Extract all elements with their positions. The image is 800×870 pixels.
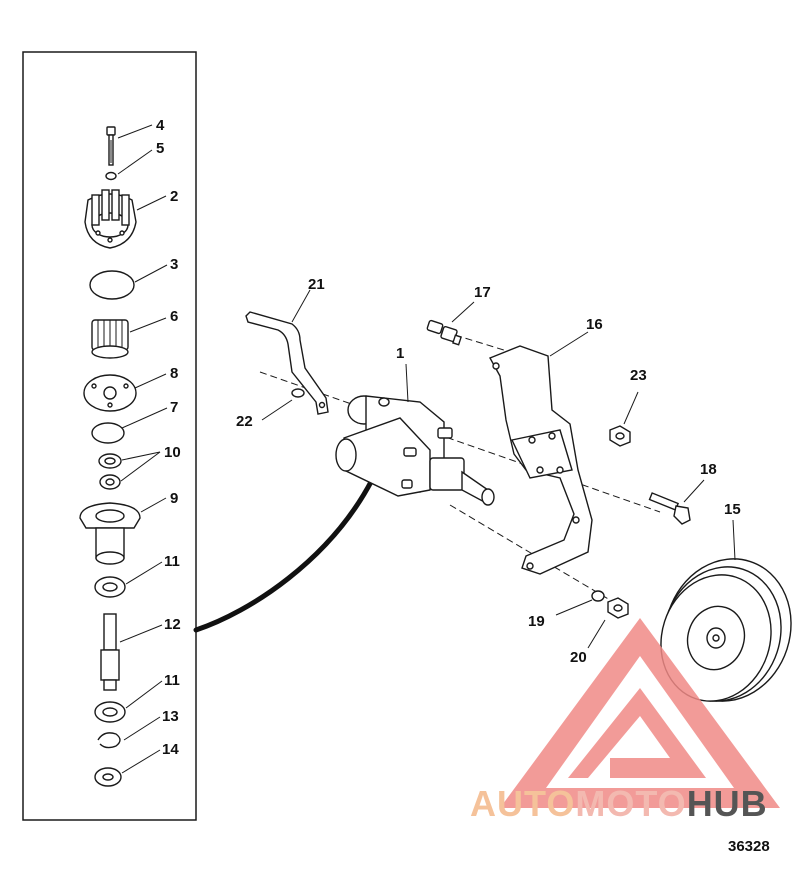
leader-8 [134, 373, 167, 389]
leader-16 [549, 331, 589, 357]
automotohub-watermark-text: AUTOMOTOHUB [470, 786, 768, 822]
leader-7 [121, 407, 168, 429]
leader-4 [117, 124, 153, 139]
leader-13 [123, 716, 161, 741]
callout-15: 15 [724, 501, 741, 518]
callout-20: 20 [570, 649, 587, 666]
leader-22 [261, 399, 293, 421]
leader-5 [117, 149, 153, 175]
callout-11-lower: 11 [164, 672, 180, 689]
callout-5: 5 [156, 140, 164, 157]
leader-11b [125, 680, 163, 709]
part-7-gasket [91, 422, 125, 444]
inset-panel-frame [22, 51, 197, 821]
leader-12 [119, 624, 163, 643]
part-4-screw [106, 126, 116, 166]
callout-2: 2 [170, 188, 178, 205]
bracket-strap-hole [318, 401, 326, 409]
callout-14: 14 [162, 741, 179, 758]
figure-number: 36328 [728, 838, 770, 855]
part-23-nut [609, 425, 631, 447]
callout-22: 22 [236, 413, 253, 430]
leader-20 [587, 619, 606, 649]
part-15-pulley [660, 558, 792, 702]
logo-triangle-inner-g [568, 688, 706, 778]
part-16-bracket [489, 345, 593, 575]
logo-triangle-outer [500, 618, 780, 808]
leader-9 [140, 497, 167, 513]
callout-10: 10 [164, 444, 181, 461]
part-11-bearing-upper [94, 576, 126, 598]
leader-14 [121, 749, 161, 774]
callout-6: 6 [170, 308, 178, 325]
leader-1 [405, 363, 409, 403]
part-11-bearing-lower [94, 701, 126, 723]
leader-10a [121, 451, 161, 461]
callout-7: 7 [170, 399, 178, 416]
callout-13: 13 [162, 708, 179, 725]
callout-11-upper: 11 [164, 553, 180, 570]
automotohub-logo-mark [500, 618, 780, 808]
callout-21: 21 [308, 276, 325, 293]
callout-17: 17 [474, 284, 491, 301]
leader-21 [291, 289, 311, 323]
callout-12: 12 [164, 616, 181, 633]
callout-3: 3 [170, 256, 178, 273]
callout-19: 19 [528, 613, 545, 630]
part-10-seals [98, 453, 122, 490]
part-12-shaft [100, 613, 120, 691]
part-14-seal [94, 767, 122, 787]
part-9-housing [79, 502, 141, 565]
part-1-pump-assembly [335, 395, 495, 506]
callout-1: 1 [396, 345, 404, 362]
part-3-o-ring [89, 270, 135, 300]
part-13-snap-ring [97, 732, 121, 749]
callout-18: 18 [700, 461, 717, 478]
leader-6 [129, 317, 167, 333]
part-5-washer [105, 171, 117, 181]
inset-connector-line [193, 477, 375, 633]
part-6-impeller [91, 319, 129, 359]
leader-2 [136, 195, 167, 211]
leader-17 [451, 301, 475, 323]
part-19-washer [591, 590, 605, 602]
callout-16: 16 [586, 316, 603, 333]
callout-8: 8 [170, 365, 178, 382]
watermark-auto: AUTO [470, 783, 576, 824]
callout-4: 4 [156, 117, 165, 134]
callout-9: 9 [170, 490, 178, 507]
watermark-moto: MOTO [575, 783, 687, 824]
part-20-nut [607, 597, 629, 619]
leader-15 [732, 519, 736, 561]
part-8-wear-plate [83, 374, 137, 412]
part-21-bracket-strap [245, 311, 329, 415]
leader-23 [623, 391, 639, 425]
watermark-hub: HUB [686, 783, 768, 824]
centerline-lower [449, 504, 611, 601]
leader-19 [555, 599, 593, 616]
leader-18 [683, 479, 705, 503]
leader-11a [125, 561, 163, 585]
centerline-upper [259, 371, 661, 513]
leader-10b [120, 451, 161, 482]
callout-23: 23 [630, 367, 647, 384]
part-22-washer [291, 388, 305, 398]
part-17-stud [426, 319, 462, 346]
part-18-bolt [648, 492, 691, 525]
part-2-pump-cover [84, 189, 137, 249]
leader-3 [134, 264, 168, 283]
